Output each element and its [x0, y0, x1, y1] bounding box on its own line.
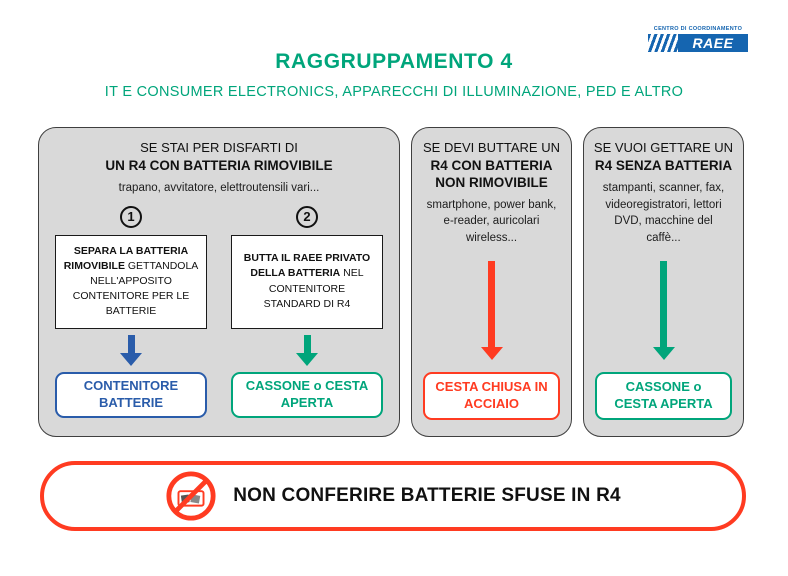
footer-text: NON CONFERIRE BATTERIE SFUSE IN R4	[233, 485, 621, 506]
logo-coordination-text: CENTRO DI COORDINAMENTO	[653, 26, 743, 32]
no-batteries-icon	[166, 471, 216, 521]
panels-row: SE STAI PER DISFARTI DI UN R4 CON BATTER…	[38, 127, 750, 437]
step-1-rest-text: GETTANDOLA NELL'APPOSITO CONTENITORE PER…	[72, 259, 199, 318]
step-2-bold-text: BUTTA IL RAEE PRIVATO DELLA BATTERIA	[243, 252, 371, 280]
panel3-examples: stampanti, scanner, fax, videoregistrato…	[602, 181, 725, 244]
panel1-header-line2: UN R4 CON BATTERIA RIMOVIBILE	[105, 158, 333, 173]
down-arrow-icon-red	[480, 260, 503, 360]
page-title: RAGGRUPPAMENTO 4	[275, 50, 513, 73]
step-1-instruction-text: SEPARA LA BATTERIA RIMOVIBILE GETTANDOLA…	[63, 244, 199, 320]
panel1-examples: trapano, avvitatore, elettroutensili var…	[118, 181, 320, 194]
logo-mark: RAEE	[648, 34, 748, 52]
step-2-number-badge: 2	[296, 205, 318, 228]
result-box-cassone-cesta-aperta-1: CASSONE o CESTA APERTA	[231, 371, 383, 418]
result-box-cassone-cesta-aperta-2: CASSONE o CESTA APERTA	[595, 372, 732, 420]
panel3-header-line1: SE VUOI GETTARE UN	[593, 140, 734, 155]
down-arrow-icon-green-2	[652, 260, 675, 360]
result-box-cesta-chiusa-acciaio: CESTA CHIUSA IN ACCIAIO	[423, 372, 560, 420]
raee-logo: CENTRO DI COORDINAMENTO RAEE	[648, 26, 748, 52]
logo-raee-text: RAEE	[678, 34, 748, 52]
result-box-contenitore-batterie: CONTENITORE BATTERIE	[55, 371, 207, 418]
panel-non-removable-battery: SE DEVI BUTTARE UN R4 CON BATTERIA NON R…	[411, 127, 572, 437]
step-2-rest-text: NEL CONTENITORE STANDARD DI R4	[263, 267, 364, 310]
footer-banner: NON CONFERIRE BATTERIE SFUSE IN R4	[40, 461, 746, 531]
step-2-column: 2 BUTTA IL RAEE PRIVATO DELLA BATTERIA N…	[231, 205, 383, 420]
steps-row: 1 SEPARA LA BATTERIA RIMOVIBILE GETTANDO…	[47, 205, 391, 420]
panel1-header-line1: SE STAI PER DISFARTI DI	[140, 140, 298, 155]
panel2-header-line2: R4 CON BATTERIA NON RIMOVIBILE	[430, 158, 553, 190]
panel2-examples: smartphone, power bank, e-reader, aurico…	[426, 198, 557, 245]
panel-removable-battery: SE STAI PER DISFARTI DI UN R4 CON BATTER…	[38, 127, 400, 437]
raee-stripes-icon	[648, 34, 678, 52]
page-subtitle: IT E CONSUMER ELECTRONICS, APPARECCHI DI…	[104, 84, 684, 100]
step-1-number-badge: 1	[120, 205, 142, 228]
step-1-column: 1 SEPARA LA BATTERIA RIMOVIBILE GETTANDO…	[55, 205, 207, 420]
step-1-instruction-box: SEPARA LA BATTERIA RIMOVIBILE GETTANDOLA…	[55, 234, 207, 329]
panel2-header-line1: SE DEVI BUTTARE UN	[422, 140, 560, 155]
step-2-instruction-text: BUTTA IL RAEE PRIVATO DELLA BATTERIA NEL…	[239, 251, 375, 312]
down-arrow-icon-green	[296, 334, 318, 366]
down-arrow-icon-blue	[120, 334, 142, 366]
panel-no-battery: SE VUOI GETTARE UN R4 SENZA BATTERIA sta…	[583, 127, 744, 437]
step-2-instruction-box: BUTTA IL RAEE PRIVATO DELLA BATTERIA NEL…	[231, 234, 383, 329]
panel3-header-line2: R4 SENZA BATTERIA	[594, 158, 733, 173]
step-1-bold-text: SEPARA LA BATTERIA RIMOVIBILE	[63, 244, 189, 272]
